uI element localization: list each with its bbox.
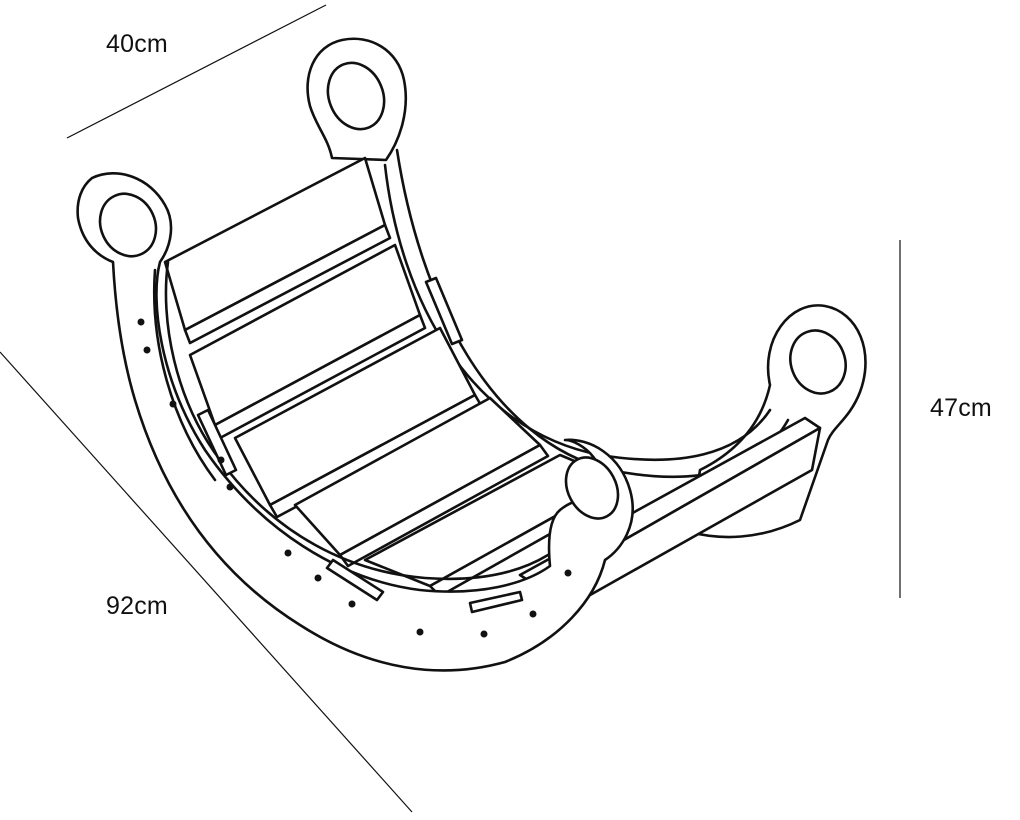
hole — [314, 574, 322, 582]
front-right-handle-hole — [564, 456, 620, 520]
width-dimension-line — [66, 4, 327, 139]
height-label: 47cm — [930, 394, 992, 422]
hole — [416, 628, 424, 636]
front-arch-panel — [76, 172, 634, 672]
dimension-lines — [0, 4, 901, 813]
panel-holes — [137, 318, 572, 638]
front-left-handle-hole — [98, 192, 158, 258]
slot-back — [424, 276, 464, 346]
hole — [226, 483, 234, 491]
hole — [564, 569, 572, 577]
slot-3 — [468, 590, 524, 614]
back-right-handle-hole — [789, 329, 847, 395]
front-panel-rim — [152, 268, 217, 482]
front-arch-inner-edge — [164, 260, 550, 581]
rung-1-edge — [183, 223, 392, 345]
rung-4-edge — [338, 443, 550, 568]
hole — [348, 600, 356, 608]
back-arch-inner-edge — [383, 163, 772, 462]
length-dimension-line — [0, 351, 413, 813]
slot-1 — [196, 408, 238, 477]
hole — [169, 400, 177, 408]
slot-2 — [325, 558, 385, 602]
hole — [143, 346, 151, 354]
hole — [529, 610, 537, 618]
length-label: 92cm — [106, 592, 168, 620]
panel-slots — [196, 276, 524, 614]
back-left-handle-hole — [326, 61, 386, 131]
front-side-panel — [76, 172, 634, 672]
hole — [480, 630, 488, 638]
width-label: 40cm — [106, 30, 168, 58]
hole — [284, 549, 292, 557]
hole — [217, 456, 225, 464]
hole — [137, 318, 145, 326]
